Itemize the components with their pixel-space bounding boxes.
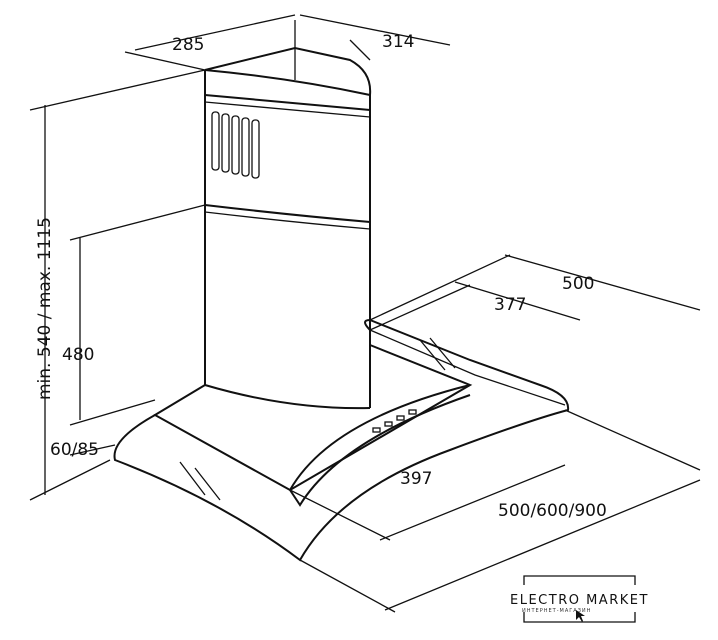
electro-market-logo: ELECTRO MARKET ИНТЕРНЕТ-МАГАЗИН [510,575,649,623]
dim-60-85: 60/85 [50,440,99,460]
dim-285: 285 [172,35,204,55]
vent-slots [211,111,260,179]
dim-height-range: min. 540 / max. 1115 [35,217,55,400]
svg-text:ИНТЕРНЕТ-МАГАЗИН: ИНТЕРНЕТ-МАГАЗИН [522,608,591,614]
cursor-icon [576,610,585,622]
dim-377: 377 [494,295,526,315]
dim-480: 480 [62,345,94,365]
dim-314: 314 [382,32,414,52]
canopy [113,318,570,562]
dim-397: 397 [400,469,432,489]
dim-500-600-900: 500/600/900 [498,501,607,521]
control-buttons [372,409,417,433]
svg-text:ELECTRO MARKET: ELECTRO MARKET [510,593,649,608]
dim-500: 500 [562,274,594,294]
chimney [204,46,372,410]
dimension-lines [29,14,701,613]
